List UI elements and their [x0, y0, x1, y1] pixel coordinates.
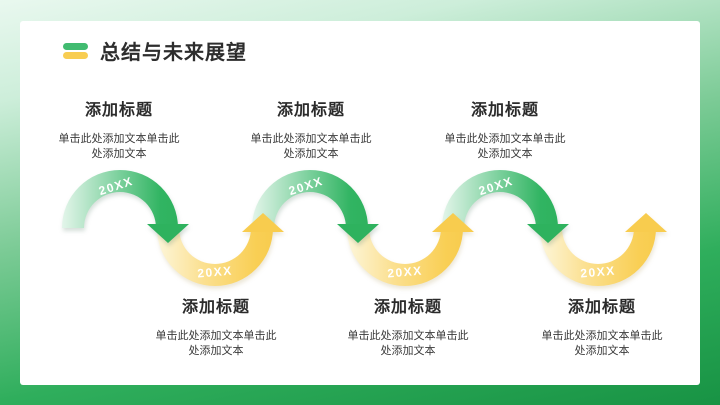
item-body: 单击此处添加文本单击此处添加文本	[541, 330, 663, 357]
dual-bars-icon	[63, 43, 88, 59]
top-item-3: 添加标题 单击此处添加文本单击此处添加文本	[420, 96, 590, 161]
top-item-1: 添加标题 单击此处添加文本单击此处添加文本	[34, 96, 204, 161]
item-title: 添加标题	[567, 299, 636, 316]
bottom-item-3: 添加标题 单击此处添加文本单击此处添加文本	[517, 293, 687, 358]
item-body: 单击此处添加文本单击此处添加文本	[155, 330, 277, 357]
yellow-bar-icon	[63, 52, 88, 59]
page-title: 总结与未来展望	[100, 42, 247, 64]
green-bar-icon	[63, 43, 88, 50]
item-title: 添加标题	[373, 299, 442, 316]
item-body: 单击此处添加文本单击此处添加文本	[347, 330, 469, 357]
item-body: 单击此处添加文本单击此处添加文本	[444, 133, 566, 160]
item-title: 添加标题	[181, 299, 250, 316]
top-item-2: 添加标题 单击此处添加文本单击此处添加文本	[226, 96, 396, 161]
item-body: 单击此处添加文本单击此处添加文本	[58, 133, 180, 160]
item-body: 单击此处添加文本单击此处添加文本	[250, 133, 372, 160]
item-title: 添加标题	[276, 102, 345, 119]
item-title: 添加标题	[470, 102, 539, 119]
bottom-item-1: 添加标题 单击此处添加文本单击此处添加文本	[131, 293, 301, 358]
item-title: 添加标题	[84, 102, 153, 119]
bottom-item-2: 添加标题 单击此处添加文本单击此处添加文本	[323, 293, 493, 358]
